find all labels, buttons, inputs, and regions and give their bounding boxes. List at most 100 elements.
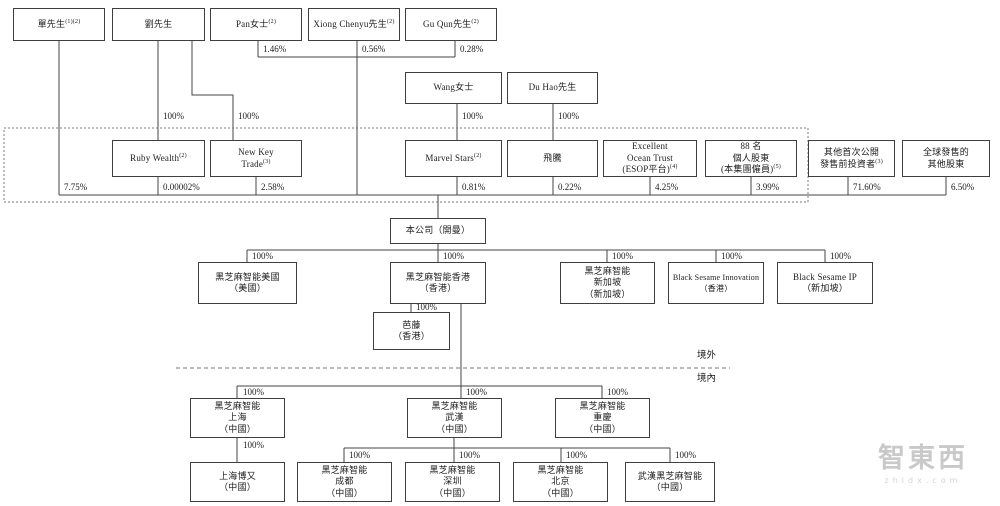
- org-node-ms-pan: Pan女士(2): [210, 8, 302, 41]
- org-node-individual-shareholders: 88 名個人股東(本集團僱員)(5): [705, 140, 797, 177]
- org-node-label: （中國）: [434, 487, 471, 498]
- ownership-percentage-label: 100%: [558, 111, 579, 121]
- org-node-the-company: 本公司（開曼）: [390, 218, 486, 244]
- org-node-mr-xiong-chenyu: Xiong Chenyu先生(2): [308, 8, 400, 41]
- org-node-bsit-chengdu: 黑芝麻智能成都（中國）: [297, 462, 392, 502]
- ownership-percentage-label: 100%: [462, 111, 483, 121]
- org-node-label: Trade(3): [241, 158, 271, 169]
- org-node-label: （新加坡）: [584, 288, 631, 299]
- org-node-label: （中國）: [219, 423, 256, 434]
- org-node-global-offering-others: 全球發售的其他股東: [902, 140, 990, 177]
- org-node-label: （中國）: [436, 423, 473, 434]
- ownership-percentage-label: 3.99%: [756, 182, 780, 192]
- org-node-label: Pan女士(2): [235, 18, 277, 29]
- org-node-label: 重慶: [593, 412, 612, 423]
- org-node-feiteng: 飛騰: [507, 140, 598, 177]
- org-node-label: Marvel Stars(2): [425, 152, 482, 163]
- org-node-label: 新加坡: [593, 277, 622, 288]
- org-node-bsit-wuhan: 黑芝麻智能武漢（中國）: [407, 398, 502, 438]
- org-node-bsit-chongqing: 黑芝麻智能重慶（中國）: [555, 398, 650, 438]
- org-node-bsit-hk: 黑芝麻智能香港（香港）: [390, 262, 486, 304]
- org-node-label: （中國）: [651, 482, 689, 492]
- org-node-label: 其他首次公開: [823, 147, 880, 157]
- footnote-ref: (4): [670, 164, 678, 171]
- org-node-label: 黑芝麻智能美國: [215, 271, 280, 282]
- org-node-wuhan-black-sesame: 武漢黑芝麻智能（中國）: [625, 462, 715, 502]
- org-node-label: (ESOP平台)(4): [622, 164, 678, 175]
- footnote-ref: (5): [773, 164, 781, 171]
- org-node-label: Ocean Trust: [627, 152, 673, 163]
- watermark-logo-text: 智東西: [878, 443, 968, 474]
- org-node-label: 黑芝麻智能: [431, 400, 478, 411]
- org-node-label: 黑芝麻智能: [584, 265, 631, 276]
- org-node-label: Du Hao先生: [528, 82, 577, 93]
- org-node-label: （中國）: [219, 482, 256, 492]
- org-node-label: Black Sesame IP: [793, 271, 857, 282]
- org-node-label: 全球發售的: [922, 147, 969, 157]
- org-node-mr-shan: 單先生(1)(2): [13, 8, 105, 41]
- org-node-mr-du-hao: Du Hao先生: [507, 72, 598, 104]
- footnote-ref: (2): [179, 152, 187, 159]
- org-node-bsit-beijing: 黑芝麻智能北京（中國）: [513, 462, 608, 502]
- org-node-label: Wang女士: [433, 82, 474, 93]
- ownership-percentage-label: 0.00002%: [163, 182, 200, 192]
- org-node-label: New Key: [238, 147, 274, 157]
- ownership-percentage-label: 71.60%: [853, 182, 881, 192]
- org-node-mr-gu-qun: Gu Qun先生(2): [405, 8, 497, 41]
- org-node-label: Ruby Wealth(2): [130, 152, 187, 163]
- org-node-label: 本公司（開曼）: [405, 225, 471, 236]
- footnote-ref: (2): [471, 18, 479, 25]
- org-node-label: （美國）: [229, 283, 266, 293]
- org-node-label: （香港）: [699, 284, 733, 293]
- dashed-boundary-line: [3, 127, 809, 203]
- org-node-ms-wang: Wang女士: [405, 72, 502, 104]
- ownership-percentage-label: 0.28%: [460, 44, 484, 54]
- org-node-label: 劉先生: [144, 18, 173, 29]
- org-node-label: 飛騰: [543, 152, 562, 163]
- org-node-label: （新加坡）: [801, 283, 848, 293]
- org-node-hk-sub: 芭藤（香港）: [373, 312, 450, 350]
- org-node-label: 發售前投資者(3): [820, 158, 883, 169]
- org-node-ruby-wealth: Ruby Wealth(2): [112, 140, 205, 177]
- org-node-pre-ipo-investors: 其他首次公開發售前投資者(3): [808, 140, 895, 177]
- org-node-label: 北京: [551, 476, 570, 487]
- org-node-label: 深圳: [443, 476, 462, 487]
- ownership-percentage-label: 1.46%: [263, 44, 287, 54]
- org-node-bsit-us: 黑芝麻智能美國（美國）: [198, 262, 297, 304]
- ownership-percentage-label: 100%: [566, 450, 587, 460]
- ownership-percentage-label: 4.25%: [655, 182, 679, 192]
- zhidongxi-watermark: 智東西 zhidx.com: [853, 444, 993, 486]
- org-node-label: Xiong Chenyu先生(2): [313, 18, 395, 29]
- org-node-label: 黑芝麻智能: [579, 400, 626, 411]
- ownership-percentage-label: 100%: [607, 387, 628, 397]
- region-label-onshore: 境內: [697, 374, 717, 384]
- org-node-label: 黑芝麻智能香港: [405, 271, 471, 282]
- footnote-ref: (3): [875, 158, 883, 165]
- ownership-percentage-label: 100%: [466, 387, 487, 397]
- org-node-label: 黑芝麻智能: [429, 464, 476, 475]
- ownership-percentage-label: 100%: [163, 111, 184, 121]
- org-node-bsit-shenzhen: 黑芝麻智能深圳（中國）: [405, 462, 500, 502]
- footnote-ref: (2): [268, 18, 277, 25]
- org-node-label: 黑芝麻智能: [214, 400, 261, 411]
- ownership-percentage-label: 100%: [443, 251, 464, 261]
- org-node-label: 單先生(1)(2): [37, 18, 81, 29]
- org-node-black-sesame-ip: Black Sesame IP（新加坡）: [777, 262, 873, 304]
- org-node-label: Black Sesame Innovation: [672, 272, 760, 282]
- ownership-percentage-label: 7.75%: [64, 182, 88, 192]
- org-node-label: （香港）: [393, 331, 430, 341]
- ownership-percentage-label: 6.50%: [951, 182, 975, 192]
- org-node-label: 上海: [228, 412, 247, 423]
- org-node-label: 芭藤: [402, 319, 421, 330]
- org-node-label: （中國）: [584, 423, 621, 434]
- org-node-black-sesame-innovation: Black Sesame Innovation （香港）: [668, 262, 764, 304]
- ownership-percentage-label: 0.56%: [362, 44, 386, 54]
- footnote-ref: (2): [386, 18, 395, 25]
- ownership-percentage-label: 100%: [252, 251, 273, 261]
- region-label-offshore: 境外: [697, 351, 717, 361]
- org-node-label: 個人股東: [732, 152, 770, 163]
- org-node-label: Gu Qun先生(2): [423, 18, 479, 29]
- ownership-percentage-label: 100%: [349, 450, 370, 460]
